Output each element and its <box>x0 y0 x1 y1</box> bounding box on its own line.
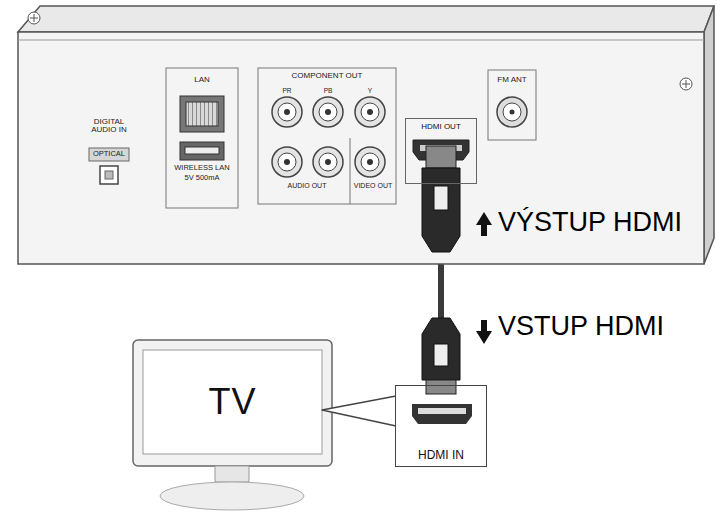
player-panel <box>18 6 714 264</box>
plug-tip <box>426 380 456 394</box>
rca-ring <box>278 103 296 121</box>
hdmi-out-box: HDMI OUT <box>405 118 477 184</box>
jack-label: VIDEO OUT <box>354 182 393 189</box>
rca-ring <box>278 153 296 171</box>
rca-shell <box>313 97 343 127</box>
fm-ant-block <box>488 70 536 140</box>
panel-edge <box>18 40 704 41</box>
jack-label: DIGITAL AUDIO IN <box>89 118 129 135</box>
up-arrow <box>476 212 492 236</box>
rca-pin <box>325 159 331 165</box>
rca-shell <box>272 147 302 177</box>
hdmi-in-box: HDMI IN <box>395 385 487 467</box>
usb-tongue <box>185 147 219 154</box>
jack-label: AUDIO OUT <box>288 182 327 189</box>
television <box>133 340 332 510</box>
rca-shell <box>313 147 343 177</box>
rca-pin <box>325 109 331 115</box>
screw <box>680 78 692 90</box>
upper-plug <box>422 146 460 252</box>
fm-ring <box>503 103 521 121</box>
lan-contacts <box>186 102 218 126</box>
component-block <box>258 68 396 204</box>
jack-label: WIRELESS LAN <box>174 164 229 172</box>
component-frame <box>258 68 396 204</box>
lan-socket <box>180 96 224 132</box>
lower-plug <box>422 318 460 394</box>
panel-side <box>704 6 714 264</box>
jack-label: COMPONENT OUT <box>292 72 363 80</box>
rca-ring <box>361 103 379 121</box>
usb-socket <box>180 142 224 160</box>
screw-slot <box>682 80 690 88</box>
port-label: HDMI OUT <box>421 123 461 132</box>
fm-socket <box>497 97 527 127</box>
tv-bezel <box>133 340 332 466</box>
tv-screen-box: TV <box>143 350 322 454</box>
rca-pin <box>367 109 373 115</box>
rca-ring <box>319 103 337 121</box>
lan-frame <box>166 68 238 208</box>
jack-label: FM ANT <box>497 76 526 84</box>
rca-jacks <box>272 97 385 177</box>
pin-label: PR <box>282 88 291 95</box>
optical-plate <box>89 148 129 161</box>
pin-label: PB <box>324 88 333 95</box>
rca-jack <box>313 147 343 177</box>
tv-neck <box>215 466 249 482</box>
screw-slot <box>30 14 38 22</box>
rca-pin <box>367 159 373 165</box>
cable-end-label: VÝSTUP HDMI <box>498 208 682 236</box>
hdmi-in-socket <box>412 404 472 424</box>
callout-ground <box>396 386 488 468</box>
plug-body <box>422 168 460 252</box>
down-arrow <box>476 320 492 344</box>
plug-grip <box>434 344 448 366</box>
tv-screen <box>143 350 322 454</box>
jack-label: LAN <box>194 76 210 84</box>
plug-tip <box>426 146 456 168</box>
rca-jack <box>355 97 385 127</box>
rca-shell <box>272 97 302 127</box>
rca-ring <box>361 153 379 171</box>
fm-pin <box>510 110 515 115</box>
panel-top <box>18 6 714 32</box>
rca-jack <box>355 147 385 177</box>
hdmi-in-tongue <box>418 408 466 414</box>
fm-frame <box>488 70 536 140</box>
cable-end-label: VSTUP HDMI <box>498 312 664 340</box>
lan-block <box>166 68 238 208</box>
rca-ring <box>319 153 337 171</box>
rca-jack <box>313 97 343 127</box>
rca-pin <box>284 109 290 115</box>
optical-port <box>89 148 129 184</box>
rca-shell <box>355 147 385 177</box>
tv-base <box>160 482 304 510</box>
plug-body <box>422 318 460 380</box>
panel-face <box>18 32 704 264</box>
rca-shell <box>355 97 385 127</box>
plug-grip <box>434 186 448 210</box>
port-label: HDMI IN <box>418 449 464 462</box>
tv-label: TV <box>208 382 256 422</box>
screw <box>28 12 40 24</box>
rca-jack <box>272 147 302 177</box>
optical-socket <box>100 166 118 184</box>
rca-jack <box>272 97 302 127</box>
callout <box>322 386 488 468</box>
jack-label: OPTICAL <box>93 150 125 158</box>
optical-hole <box>105 171 113 179</box>
component-divider <box>350 138 351 204</box>
rca-pin <box>284 159 290 165</box>
callout-pointer <box>322 396 396 426</box>
rating-label: 5V 500mA <box>184 174 219 182</box>
pin-label: Y <box>368 88 372 95</box>
